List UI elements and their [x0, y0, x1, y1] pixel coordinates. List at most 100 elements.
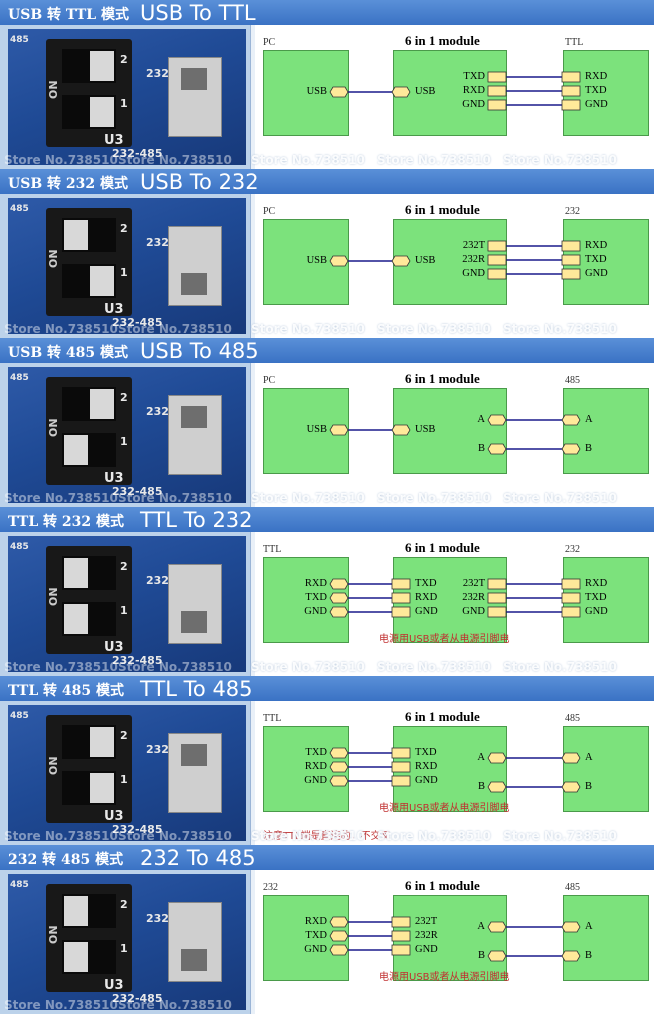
- pin-label-module-right: 232R: [462, 254, 485, 265]
- pin-module-right-connector: [487, 85, 507, 97]
- pin-module-left-connector: [391, 930, 411, 942]
- pin-label-right: B: [585, 950, 593, 961]
- pin-label-right: TXD: [585, 85, 607, 96]
- dip-switch: ON: [46, 208, 132, 316]
- pin-left-connector: [329, 255, 349, 267]
- dip-knob: [64, 604, 88, 634]
- watermark: Store No.738510: [377, 153, 491, 167]
- watermark: Store No.738510: [377, 322, 491, 336]
- dip-knob: [64, 942, 88, 972]
- slide-switch: [168, 564, 222, 644]
- dip-slot-2: [62, 49, 116, 83]
- right-device-caption: 485: [565, 375, 580, 386]
- dip-knob: [90, 773, 114, 803]
- watermark: Store No.738510: [377, 491, 491, 505]
- pcb-label-232-485: 232-485: [112, 147, 163, 160]
- power-note: 电源用USB或者从电源引脚电: [379, 803, 510, 814]
- pcb-label-232-485: 232-485: [112, 823, 163, 836]
- pcb-label-485: 485: [10, 880, 29, 890]
- pin-left-connector: [329, 747, 349, 759]
- pin-module-right-connector: [487, 71, 507, 83]
- module-title: 6 in 1 module: [405, 540, 480, 555]
- pin-module-right-connector: [487, 578, 507, 590]
- header-chinese-title: TTL 转 232 模式: [8, 514, 125, 530]
- pin-left-connector: [329, 578, 349, 590]
- right-device-caption: 232: [565, 206, 580, 217]
- pin-label-module-right: GND: [462, 268, 485, 279]
- pin-left-connector: [329, 944, 349, 956]
- dip-on-label: ON: [47, 587, 60, 606]
- header-chinese-title: USB 转 485 模式: [8, 345, 128, 361]
- pin-label-module-left: USB: [415, 424, 436, 435]
- watermark: Store No.738510: [503, 491, 617, 505]
- left-device-caption: PC: [263, 375, 276, 386]
- pin-right-connector: [561, 240, 581, 252]
- watermark: Store No.738510: [251, 322, 365, 336]
- pin-right-connector: [561, 85, 581, 97]
- pin-label-module-right: 232T: [462, 578, 485, 589]
- header-chinese-title: USB 转 TTL 模式: [8, 7, 129, 23]
- left-device-caption: PC: [263, 37, 276, 48]
- pin-label-left: RXD: [304, 761, 327, 772]
- pin-module-left-connector: [391, 944, 411, 956]
- pin-label-module-right: A: [477, 414, 485, 425]
- pin-module-right-connector: [487, 443, 507, 455]
- pin-module-right-connector: [487, 414, 507, 426]
- slide-switch: [168, 733, 222, 813]
- watermark: Store No.738510: [377, 829, 491, 843]
- pcb-label-485: 485: [10, 35, 29, 45]
- pin-label-left: GND: [304, 775, 327, 786]
- left-device-caption: 232: [263, 882, 278, 893]
- pin-label-module-left: USB: [415, 86, 436, 97]
- header-chinese-title: 232 转 485 模式: [8, 852, 124, 868]
- header-chinese-title: TTL 转 485 模式: [8, 683, 125, 699]
- pin-right-connector: [561, 752, 581, 764]
- pin-label-module-right: B: [477, 443, 485, 454]
- slide-knob: [181, 611, 207, 633]
- pin-label-module-left: TXD: [415, 747, 437, 758]
- wire-layer: [329, 747, 581, 793]
- pcb-label-485: 485: [10, 373, 29, 383]
- module-title: 6 in 1 module: [405, 33, 480, 48]
- pin-label-right: GND: [585, 99, 608, 110]
- dip-number-1: 1: [120, 97, 128, 110]
- pin-label-left: TXD: [305, 592, 327, 603]
- pin-module-right-connector: [487, 99, 507, 111]
- pcb-label-u3: U3: [104, 133, 124, 148]
- pin-label-left: TXD: [305, 747, 327, 758]
- pin-label-right: GND: [585, 268, 608, 279]
- left-device-box: [263, 219, 349, 305]
- slide-knob: [181, 273, 207, 295]
- pin-label-left: RXD: [304, 916, 327, 927]
- watermark: Store No.738510: [251, 153, 365, 167]
- dip-slot-2: [62, 556, 116, 590]
- watermark: Store No.738510: [118, 660, 232, 674]
- dip-on-label: ON: [47, 80, 60, 99]
- dip-slot-2: [62, 894, 116, 928]
- header-english-title: USB To TTL: [140, 1, 256, 25]
- pin-label-right: A: [585, 414, 593, 425]
- pin-label-module-right: B: [477, 950, 485, 961]
- pin-module-left-connector: [391, 86, 411, 98]
- pin-module-left-connector: [391, 255, 411, 267]
- dip-knob: [90, 97, 114, 127]
- wire-layer: [329, 578, 581, 618]
- pin-label-module-right: RXD: [462, 85, 485, 96]
- watermark: Store No.738510: [4, 491, 118, 505]
- dip-knob: [64, 558, 88, 588]
- pcb-label-485: 485: [10, 711, 29, 721]
- pin-label-left: USB: [306, 424, 327, 435]
- watermark: Store No.738510: [503, 153, 617, 167]
- pin-label-module-left: GND: [415, 944, 438, 955]
